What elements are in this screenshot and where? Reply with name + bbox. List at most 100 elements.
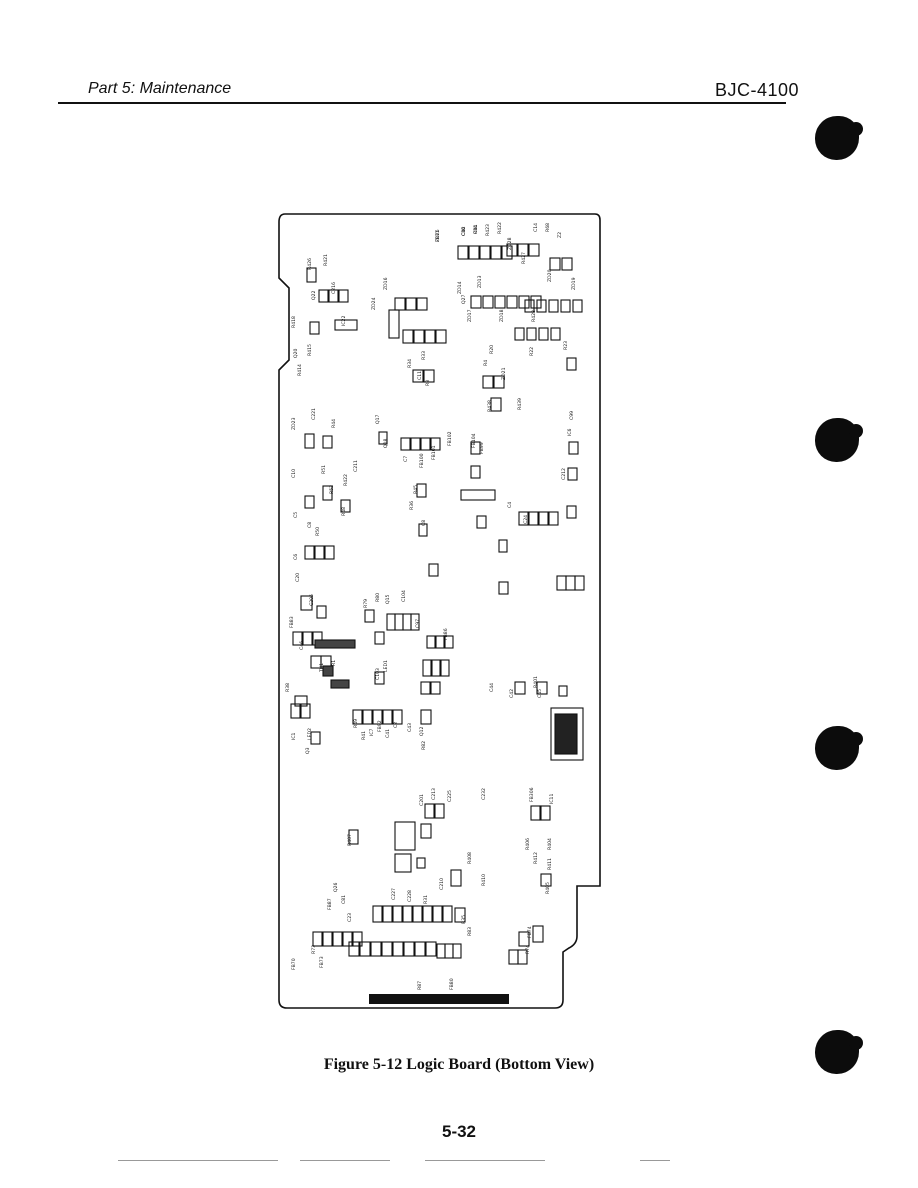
- silkscreen-label: R20: [489, 345, 495, 354]
- silkscreen-label: FB73: [319, 956, 325, 968]
- silkscreen-label: C14: [533, 223, 539, 232]
- silkscreen-label: R36: [409, 501, 415, 510]
- component-footprint: [565, 575, 576, 591]
- component-footprint: [530, 805, 542, 821]
- component-footprint: [470, 295, 482, 309]
- silkscreen-label: R74: [525, 945, 531, 954]
- silkscreen-label: C8: [421, 520, 427, 526]
- silkscreen-label: R428: [531, 310, 537, 322]
- silkscreen-label: R438: [487, 400, 493, 412]
- component-footprint: [312, 931, 323, 947]
- silkscreen-label: LED1: [383, 660, 389, 672]
- component-footprint: [364, 609, 375, 623]
- silkscreen-label: R51: [321, 465, 327, 474]
- silkscreen-label: FB104: [471, 433, 477, 448]
- silkscreen-label: C81: [341, 895, 347, 904]
- component-footprint: [457, 245, 469, 260]
- silkscreen-label: FB74: [527, 926, 533, 938]
- silkscreen-label: R439: [517, 398, 523, 410]
- component-footprint: [300, 595, 313, 611]
- silkscreen-label: FB101: [431, 445, 437, 460]
- silkscreen-label: C43: [407, 723, 413, 732]
- component-footprint: [476, 515, 487, 529]
- silkscreen-label: R418: [291, 316, 297, 328]
- component-footprint: [423, 369, 435, 383]
- silkscreen-label: C26: [461, 227, 467, 236]
- board-outline: [278, 213, 601, 1009]
- component-footprint: [506, 243, 518, 257]
- silkscreen-label: Q3: [305, 747, 311, 754]
- component-footprint: [300, 703, 311, 719]
- silkscreen-label: R408: [467, 852, 473, 864]
- component-footprint: [352, 931, 363, 947]
- silkscreen-label: R421: [323, 254, 329, 266]
- silkscreen-label: C210: [439, 878, 445, 890]
- component-footprint: [434, 803, 445, 819]
- silkscreen-label: C11: [417, 371, 423, 380]
- silkscreen-label: R31: [423, 895, 429, 904]
- component-footprint: [528, 243, 540, 257]
- component-footprint: [420, 823, 432, 839]
- component-footprint: [410, 437, 421, 451]
- component-footprint: [378, 431, 388, 445]
- component-footprint: [538, 327, 549, 341]
- silkscreen-label: ZD18: [499, 309, 505, 322]
- component-footprint: [306, 267, 317, 283]
- component-footprint: [322, 485, 333, 501]
- component-footprint: [574, 575, 585, 591]
- component-footprint: [436, 943, 446, 959]
- binder-hole-icon: [815, 418, 863, 462]
- silkscreen-label: R80: [375, 593, 381, 602]
- silkscreen-label: C99: [569, 411, 575, 420]
- silkscreen-label: FB100: [419, 453, 425, 468]
- component-footprint: [412, 905, 423, 923]
- component-footprint: [452, 943, 462, 959]
- silkscreen-label: C97: [415, 619, 421, 628]
- component-footprint: [540, 873, 552, 887]
- silkscreen-label: R50: [315, 527, 321, 536]
- silkscreen-label: ZD21: [501, 367, 507, 380]
- component-footprint: [422, 659, 432, 677]
- component-footprint: [372, 905, 383, 923]
- silkscreen-label: FB80: [449, 978, 455, 990]
- silkscreen-label: C5: [293, 512, 299, 518]
- component-footprint: [425, 941, 437, 957]
- component-footprint: [400, 437, 411, 451]
- component-footprint: [428, 563, 439, 577]
- board-components: [290, 243, 585, 965]
- silkscreen-label: C205: [309, 594, 315, 606]
- silkscreen-label: IC7: [369, 728, 375, 736]
- component-footprint: [548, 299, 559, 313]
- silkscreen-label: C104: [401, 590, 407, 602]
- silkscreen-label: R1: [331, 660, 337, 666]
- silkscreen-label: R24: [473, 225, 479, 234]
- component-footprint: [413, 329, 425, 344]
- component-footprint: [435, 635, 445, 649]
- component-footprint: [374, 631, 385, 645]
- component-footprint: [482, 375, 494, 389]
- component-footprint: [359, 941, 371, 957]
- silkscreen-label: FB306: [529, 787, 535, 802]
- component-footprint: [362, 709, 373, 725]
- silkscreen-label: R34: [407, 359, 413, 368]
- silkscreen-label: R411: [547, 858, 553, 870]
- silkscreen-label: C8: [307, 522, 313, 528]
- component-footprint: [370, 941, 382, 957]
- component-footprint: [304, 433, 315, 449]
- silkscreen-label: Q17: [375, 414, 381, 424]
- silkscreen-label: R35: [461, 915, 467, 924]
- silkscreen-label: Q15: [385, 594, 391, 604]
- component-footprint: [498, 581, 509, 595]
- component-footprint: [468, 245, 480, 260]
- component-footprint: [568, 441, 579, 455]
- silkscreen-label: TH1: [319, 663, 325, 673]
- silkscreen-label: C228: [407, 890, 413, 902]
- component-footprint: [334, 319, 358, 331]
- component-footprint: [420, 681, 431, 695]
- component-footprint: [454, 907, 466, 923]
- component-footprint: [314, 639, 356, 649]
- silkscreen-label: R87: [417, 981, 423, 990]
- silkscreen-label: R415: [307, 344, 313, 356]
- silkscreen-label: IC1: [291, 732, 297, 740]
- silkscreen-label: ZD13: [477, 275, 483, 288]
